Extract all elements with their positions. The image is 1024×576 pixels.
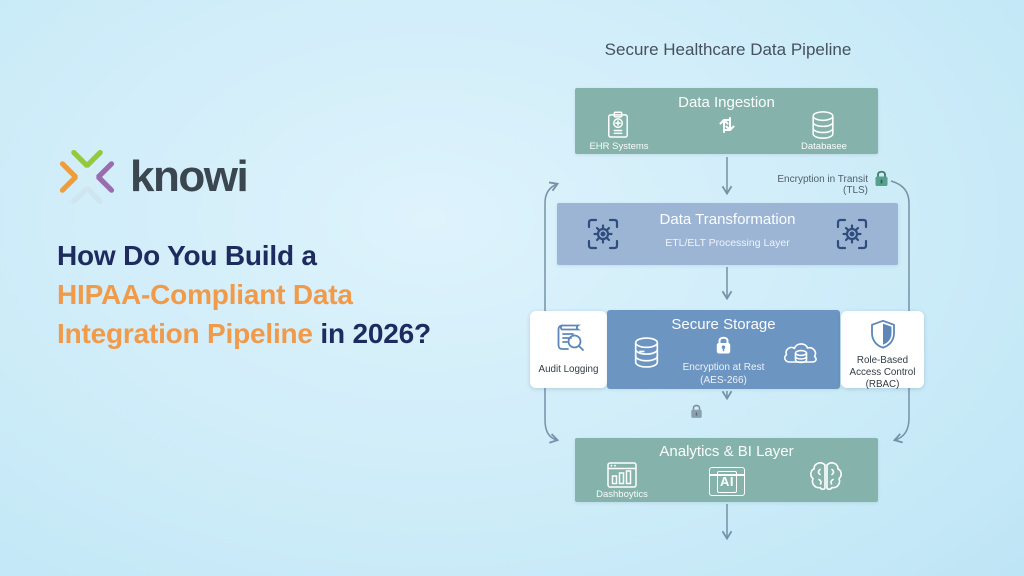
- encryption-at-rest-line2: (AES-266): [700, 374, 747, 386]
- logo-chevron-right: [95, 161, 115, 193]
- database-icon: [812, 111, 834, 139]
- audit-logging-card: Audit Logging: [530, 311, 607, 388]
- headline-line3: Integration Pipeline in 2026?: [57, 314, 431, 353]
- rbac-label-line1: Role-Based: [856, 355, 909, 366]
- gear-brackets-right-icon: [836, 218, 868, 250]
- etl-subtitle: ETL/ELT Processing Layer: [665, 237, 790, 249]
- audit-scroll-magnifier-icon: [557, 324, 584, 351]
- knowi-logo-icon: [59, 149, 115, 205]
- data-ingestion-title: Data Ingestion: [678, 94, 775, 111]
- diagram-title: Secure Healthcare Data Pipeline: [604, 40, 852, 59]
- headline-line1: How Do You Build a: [57, 240, 317, 271]
- logo-text: knowi: [130, 152, 249, 201]
- ehr-clipboard-icon: [608, 111, 628, 138]
- tls-lock-icon: [875, 170, 888, 186]
- logo-chevron-top: [71, 149, 103, 169]
- rbac-card: Role-Based Access Control (RBAC): [841, 311, 924, 390]
- ehr-systems-label: EHR Systems: [589, 141, 649, 152]
- dashboard-chart-icon: [607, 462, 637, 488]
- logo-chevron-bottom: [71, 185, 103, 205]
- analytics-bi-box: Analytics & BI Layer Dashboytics AI: [575, 438, 878, 502]
- tls-encryption-label: Encryption in Transit (TLS): [777, 174, 868, 196]
- encryption-at-rest-label: Encryption at Rest (AES-266): [607, 362, 840, 387]
- data-transformation-title: Data Transformation: [659, 211, 796, 228]
- headline-line3-rest: in 2026?: [312, 318, 431, 349]
- logo-chevron-left: [59, 161, 79, 193]
- brain-icon: [810, 462, 842, 491]
- databases-label: Databasee: [801, 141, 847, 152]
- audit-logging-label: Audit Logging: [538, 364, 599, 375]
- encryption-at-rest-line1: Encryption at Rest: [682, 362, 765, 373]
- data-transformation-box: Data Transformation ETL/ELT Processing L…: [557, 203, 898, 265]
- rbac-shield-icon: [871, 319, 895, 349]
- ai-label: AI: [717, 471, 737, 493]
- rbac-label-line2: Access Control (RBAC): [849, 366, 916, 390]
- dashboards-label: Dashboytics: [596, 489, 648, 500]
- page-title: How Do You Build a HIPAA-Compliant Data …: [57, 236, 431, 353]
- secure-storage-box: Secure Storage Encrypt: [607, 310, 840, 389]
- knowi-logo: knowi: [54, 144, 249, 210]
- at-rest-lock-icon: [691, 404, 702, 418]
- data-ingestion-box: Data Ingestion EHR Systems: [575, 88, 878, 154]
- logo-center-circle: [77, 167, 97, 187]
- headline-line2: HIPAA-Compliant Data: [57, 279, 353, 310]
- cloud-database-icon: [783, 343, 817, 364]
- sync-arrows-icon: [719, 117, 735, 133]
- analytics-title: Analytics & BI Layer: [659, 443, 794, 460]
- storage-database-icon: [634, 337, 659, 368]
- gear-brackets-left-icon: [587, 218, 619, 250]
- headline-line3-highlight: Integration Pipeline: [57, 318, 313, 349]
- secure-storage-title: Secure Storage: [671, 316, 776, 333]
- storage-lock-icon: [716, 336, 731, 354]
- rbac-label: Role-Based Access Control (RBAC): [841, 355, 924, 390]
- ai-window-icon: AI: [709, 467, 745, 496]
